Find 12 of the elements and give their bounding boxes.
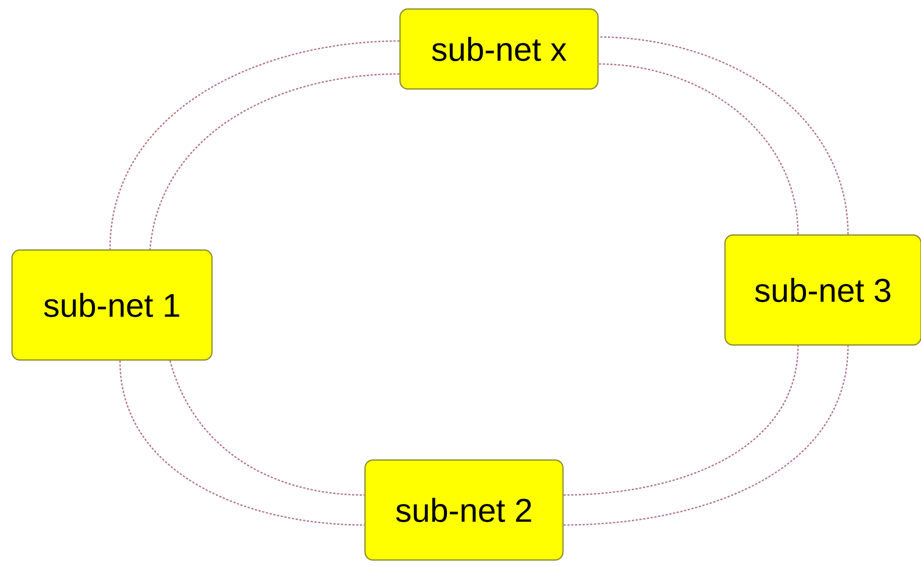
dashed-link [149,73,400,250]
dashed-link [119,360,364,526]
dashed-link [109,40,400,250]
dashed-link [169,360,364,496]
dashed-link [564,346,849,526]
dashed-link [598,36,849,234]
network-box: sub-net x [399,8,599,90]
network-box: sub-net 2 [364,459,564,561]
dashed-link [598,63,799,234]
network-box: sub-net 3 [724,234,921,346]
dashed-link [564,346,799,496]
network-box: sub-net 1 [11,249,213,361]
